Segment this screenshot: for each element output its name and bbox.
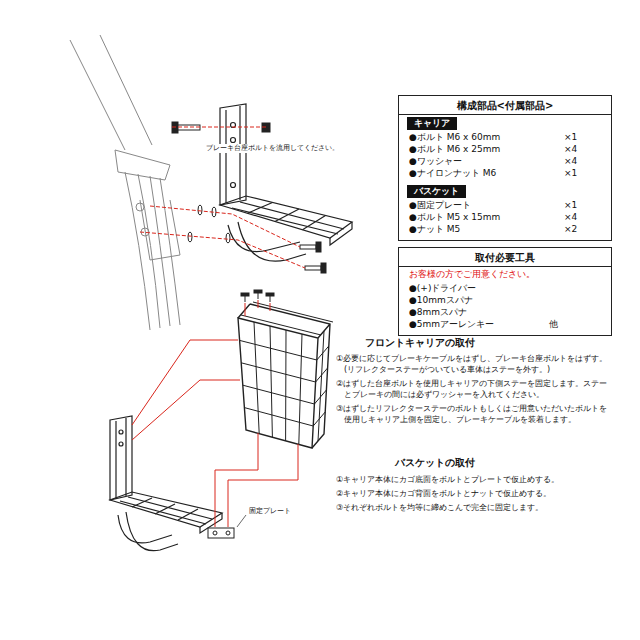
category-bar: キャリア: [407, 117, 457, 130]
item-text: ●8mmスパナ: [409, 307, 467, 318]
category-label: キャリア: [414, 118, 450, 129]
instruction-step: ①必要に応じてブレーキケーブルをはずし、ブレーキ台座ボルトをはずす。(リフレクタ…: [336, 353, 612, 375]
quantity-text: 他: [549, 319, 558, 330]
item-text: ●ナット M5: [409, 224, 460, 235]
item-text: ●ナイロンナット M6: [409, 168, 496, 179]
instruction-step: ③それぞれボルトを均等に締めこんで完全に固定します。: [336, 502, 612, 513]
item-text: ●固定プレート: [409, 200, 471, 211]
item-text: ●(+)ドライバー: [409, 283, 476, 294]
item-text: ●ボルト M6 x 60mm: [409, 132, 500, 143]
lower-carrier: [110, 416, 222, 551]
quantity-text: ×4: [564, 212, 577, 223]
tools-list-box: 取付必要工具お客様の方でご用意ください。 ●(+)ドライバー●10mmスパナ●8m…: [398, 247, 612, 336]
instruction-step: ②キャリア本体にカゴ背面をボルトとナットで仮止めする。: [336, 488, 612, 499]
fixing-plate: [208, 528, 234, 538]
instruction-step: ③はずしたリフレクターステーのボルトもしくはご用意いただいたボルトを使用しキャリ…: [336, 403, 612, 425]
parts-list-box: 構成部品<付属部品> ●ボルト M6 x 60mm ×1 ●ボルト M6 x 25mm…: [398, 95, 612, 241]
quantity-text: ×2: [564, 224, 577, 235]
category-bar: バスケット: [407, 185, 466, 198]
box-heading: 取付必要工具: [399, 252, 611, 267]
item-text: ●ワッシャー: [409, 156, 462, 167]
quantity-text: ×4: [564, 144, 577, 155]
item-text: ●ボルト M6 x 25mm: [409, 144, 500, 155]
box-heading: 構成部品<付属部品>: [399, 100, 611, 115]
basket-assembly-lines: [132, 300, 298, 527]
instruction-step: ②はずした台座ボルトを使用しキャリアの下側ステーを固定します。ステーとブレーキの…: [336, 378, 612, 400]
quantity-text: ×4: [564, 156, 577, 167]
leader-line: [237, 515, 246, 527]
instruction-step: ①キャリア本体にカゴ底面をボルトとプレートで仮止めする。: [336, 474, 612, 485]
item-text: ●10mmスパナ: [409, 295, 473, 306]
section-heading: フロントキャリアの取付: [365, 337, 475, 349]
category-label: バスケット: [414, 186, 459, 197]
wire-basket: [238, 302, 333, 448]
front-carrier: [220, 104, 352, 261]
part-label: 固定プレート: [248, 507, 292, 516]
note-text: ブレーキ台座ボルトを流用してください。: [205, 144, 340, 153]
item-text: ●5mmアーレンキー: [409, 319, 494, 330]
quantity-text: ×1: [564, 132, 577, 143]
section-heading: バスケットの取付: [395, 457, 475, 469]
quantity-text: ×1: [564, 200, 577, 211]
quantity-text: ×1: [564, 168, 577, 179]
item-text: ●ボルト M5 x 15mm: [409, 212, 500, 223]
bike-fork: [70, 35, 180, 330]
notice-text: お客様の方でご用意ください。: [409, 269, 535, 280]
